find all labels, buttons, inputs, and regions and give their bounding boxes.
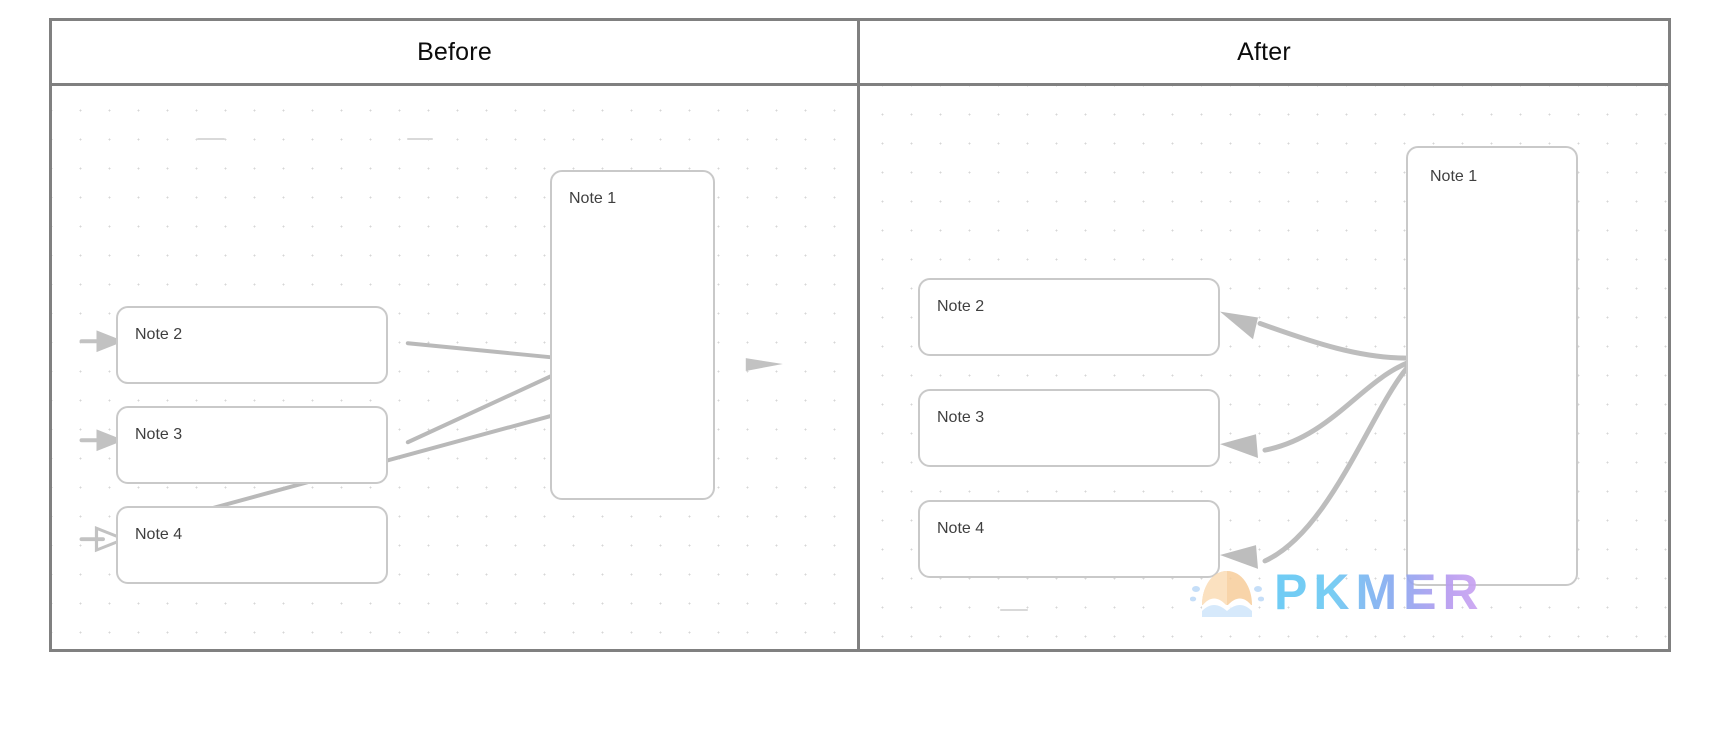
faint-mark-2	[407, 138, 433, 140]
after-note-4[interactable]: Note 4	[918, 500, 1220, 578]
before-note-1[interactable]: Note 1	[550, 170, 715, 500]
after-note-1[interactable]: Note 1	[1406, 146, 1578, 586]
before-note-2[interactable]: Note 2	[116, 306, 388, 384]
before-note-3[interactable]: Note 3	[116, 406, 388, 484]
after-note-2-label: Note 2	[937, 298, 985, 315]
after-note-3[interactable]: Note 3	[918, 389, 1220, 467]
before-note-4-label: Note 4	[135, 526, 183, 543]
before-after-comparison-table: Before After	[49, 18, 1671, 652]
before-note-1-label: Note 1	[569, 190, 617, 207]
after-cell: Note 1 Note 2 Note 3 Note 4	[860, 86, 1668, 649]
after-faint-mark-1	[1000, 609, 1028, 611]
before-note-4[interactable]: Note 4	[116, 506, 388, 584]
before-note-3-label: Note 3	[135, 426, 183, 443]
column-header-before: Before	[52, 21, 860, 83]
after-note-2[interactable]: Note 2	[918, 278, 1220, 356]
before-note-2-label: Note 2	[135, 326, 183, 343]
after-note-4-label: Note 4	[937, 520, 985, 537]
after-note-1-label: Note 1	[1430, 168, 1478, 185]
table-body-row: Note 1 Note 2 Note 3 Note 4	[52, 86, 1668, 649]
table-header-row: Before After	[52, 21, 1668, 86]
faint-mark-1	[197, 138, 225, 140]
before-cell: Note 1 Note 2 Note 3 Note 4	[52, 86, 860, 649]
column-header-after: After	[1237, 37, 1291, 66]
after-note-3-label: Note 3	[937, 409, 985, 426]
